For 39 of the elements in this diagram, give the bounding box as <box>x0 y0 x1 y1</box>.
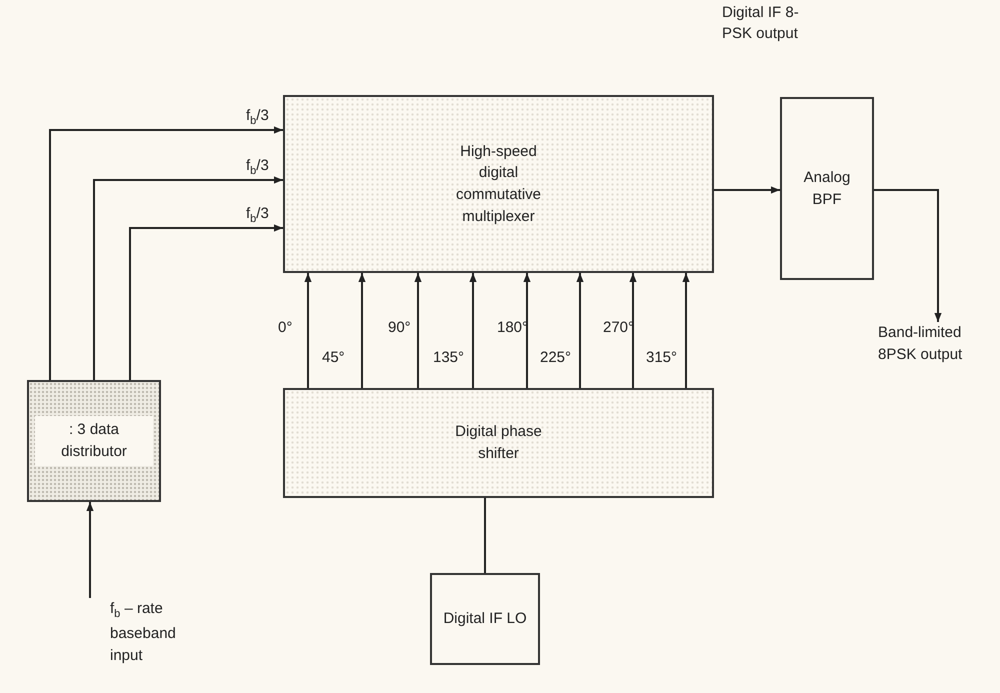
block-label: High-speed digital commutative multiplexer <box>454 142 542 227</box>
block-box <box>27 380 161 502</box>
arrow <box>469 273 477 388</box>
arrow <box>129 224 283 380</box>
edge-label: f$_{b}$/3 <box>246 108 269 127</box>
edge-label: f$_{b}$/3 <box>246 158 269 177</box>
arrow <box>93 176 283 380</box>
block-box <box>780 97 874 280</box>
edge-label: 0° <box>278 320 292 335</box>
arrow <box>576 273 584 388</box>
io-label: f$_{b}$ – rate baseband input <box>110 599 177 666</box>
arrow <box>682 273 690 388</box>
connector-line <box>484 498 486 573</box>
edge-label: 90° <box>388 320 411 335</box>
arrow <box>414 273 422 388</box>
edge-label: f$_{b}$/3 <box>246 206 269 225</box>
arrow <box>629 273 637 388</box>
arrow <box>714 186 780 194</box>
edge-label: 135° <box>433 350 464 365</box>
block-box <box>283 388 714 498</box>
arrow <box>304 273 312 388</box>
edge-label: 315° <box>646 350 678 365</box>
block-label: : 3 data distributor <box>35 416 153 466</box>
edge-label: 180° <box>497 320 528 335</box>
arrow <box>86 502 94 598</box>
arrow <box>874 189 942 322</box>
block-label: Digital phase shifter <box>454 422 543 464</box>
block-box <box>430 573 540 665</box>
block-label: Digital IF LO <box>443 609 527 630</box>
block-label: Analog BPF <box>802 168 852 210</box>
edge-label: 45° <box>322 350 345 365</box>
arrow <box>358 273 366 388</box>
edge-label: 270° <box>603 320 634 335</box>
arrow <box>49 126 283 380</box>
signal-label: Digital IF 8-PSK output <box>722 3 800 44</box>
block-box <box>283 95 714 273</box>
arrow <box>523 273 531 388</box>
edge-label: 225° <box>540 350 572 365</box>
io-label: Band-limited 8PSK output <box>878 323 964 365</box>
